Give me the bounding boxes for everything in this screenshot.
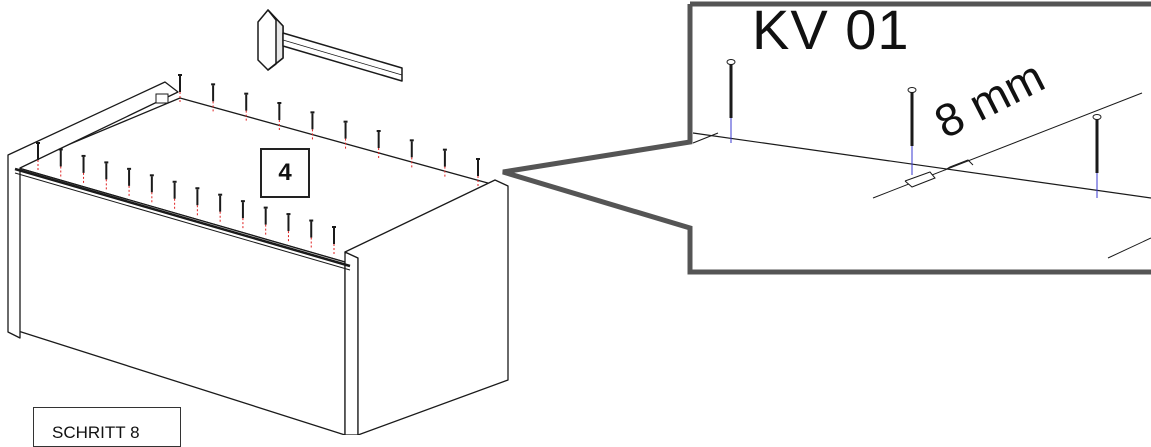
nail-icon (172, 180, 177, 209)
nail-icon (104, 161, 109, 190)
assembly-diagram: 4 KV 01 8 mm SCHRITT 8 (7, 0, 1151, 447)
nail-icon (58, 148, 63, 177)
nail-icon (286, 213, 291, 242)
corner-bracket (155, 93, 169, 104)
nail-icon (149, 174, 154, 203)
cabinet-right-side-front (344, 251, 359, 436)
nail-icon (409, 139, 414, 168)
nail-icon (218, 193, 223, 222)
nail-icon (442, 148, 447, 177)
nail-icon (907, 87, 917, 162)
nail-icon (211, 83, 216, 112)
nail-icon (263, 206, 268, 235)
nail-icon (127, 167, 132, 196)
hammer-icon (257, 9, 403, 82)
nail-icon (310, 111, 315, 140)
step-number-badge: 4 (260, 148, 310, 198)
nail-icon (726, 59, 736, 143)
nail-icon (36, 142, 40, 170)
nail-icon (376, 130, 381, 158)
nail-icon (195, 187, 200, 216)
front-edge-strip (14, 167, 351, 268)
nail-icon (476, 158, 480, 186)
nail-icon (277, 102, 282, 130)
detail-view (692, 92, 1151, 259)
nails-group (36, 74, 480, 254)
nail-icon (178, 74, 182, 102)
nail-icon (343, 120, 348, 149)
callout-frame (502, 1, 1151, 275)
cabinet-right-side-panel (344, 179, 509, 436)
nail-icon (1092, 114, 1102, 198)
nail-icon (332, 226, 336, 254)
step-title: SCHRITT 8 (33, 407, 181, 447)
nail-icon (309, 219, 314, 248)
nail-icon (81, 154, 86, 183)
detail-part-code: KV 01 (752, 0, 910, 61)
detail-nails (726, 59, 1102, 198)
nail-icon (244, 92, 249, 121)
nail-icon (240, 200, 245, 229)
cabinet-left-side-panel (7, 81, 179, 339)
assembly-drawing (7, 1, 1151, 436)
